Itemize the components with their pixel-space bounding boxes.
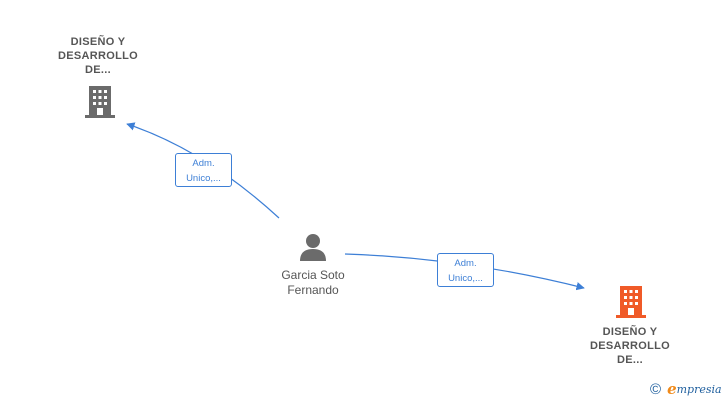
company-top-label-line: DISEÑO Y	[70, 36, 126, 48]
edge-label-line: Unico,...	[186, 173, 221, 184]
company-bottom-label-line: DESARROLLO	[590, 340, 670, 352]
company-top-label-line: DE...	[85, 64, 111, 76]
company-top-label[interactable]: DISEÑO Y DESARROLLO DE...	[48, 35, 148, 77]
edge-label-line: Unico,...	[448, 273, 483, 284]
company-bottom-label-line: DE...	[617, 354, 643, 366]
company-bottom-label[interactable]: DISEÑO Y DESARROLLO DE...	[580, 325, 680, 367]
brand-name: mpresia	[676, 382, 722, 396]
person-icon[interactable]	[298, 232, 328, 262]
edge-label-role[interactable]: Adm. Unico,...	[437, 253, 494, 287]
edge-label-line: Adm.	[454, 258, 477, 269]
edge-label-role[interactable]: Adm. Unico,...	[175, 153, 232, 187]
company-bottom-label-line: DISEÑO Y	[602, 326, 658, 338]
person-label[interactable]: Garcia Soto Fernando	[258, 268, 368, 298]
edge-label-line: Adm.	[192, 158, 215, 169]
company-top-label-line: DESARROLLO	[58, 50, 138, 62]
brand-watermark: © e mpresia	[650, 380, 722, 398]
brand-logo-initial: e	[667, 380, 677, 398]
copyright-symbol: ©	[650, 380, 662, 398]
building-icon[interactable]	[84, 84, 116, 120]
person-label-line: Fernando	[287, 283, 339, 297]
person-label-line: Garcia Soto	[281, 268, 345, 282]
building-icon[interactable]	[615, 284, 647, 320]
